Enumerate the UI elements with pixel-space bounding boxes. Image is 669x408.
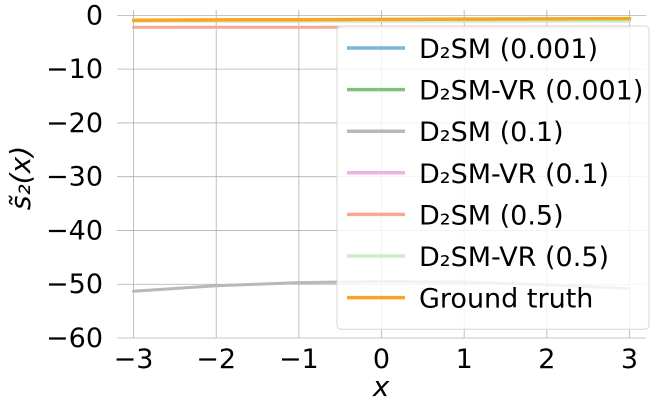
y-tick-label: −10 [46, 54, 103, 85]
y-tick-label: 0 [86, 0, 103, 31]
x-tick-label: 0 [373, 344, 390, 375]
legend-label: D₂SM-VR (0.001) [419, 76, 643, 107]
x-axis-label: x [372, 370, 390, 403]
y-tick-label: −60 [46, 323, 103, 354]
legend-label: D₂SM-VR (0.5) [419, 242, 609, 273]
y-tick-label: −50 [46, 269, 103, 300]
legend-label: D₂SM (0.001) [419, 34, 598, 65]
x-tick-label: −3 [114, 344, 154, 375]
y-axis-ticks: 0 −10 −20 −30 −40 −50 −60 [46, 0, 103, 354]
x-tick-label: 2 [538, 344, 555, 375]
legend-label: D₂SM (0.5) [419, 200, 564, 231]
legend-label: D₂SM (0.1) [419, 117, 564, 148]
legend-label: Ground truth [419, 284, 593, 315]
x-tick-label: −1 [279, 344, 319, 375]
legend: D₂SM (0.001) D₂SM-VR (0.001) D₂SM (0.1) D₂S… [336, 25, 650, 330]
x-axis-ticks: −3 −2 −1 0 1 2 3 [114, 344, 638, 375]
legend-label: D₂SM-VR (0.1) [419, 159, 609, 190]
legend-frame [336, 25, 650, 330]
x-tick-label: −2 [196, 344, 236, 375]
series-line [131, 16, 632, 22]
y-axis-label: s̃₂(x) [4, 146, 37, 210]
y-tick-label: −40 [46, 215, 103, 246]
x-tick-label: 1 [456, 344, 473, 375]
y-tick-label: −30 [46, 162, 103, 193]
x-tick-label: 3 [621, 344, 638, 375]
y-tick-label: −20 [46, 108, 103, 139]
